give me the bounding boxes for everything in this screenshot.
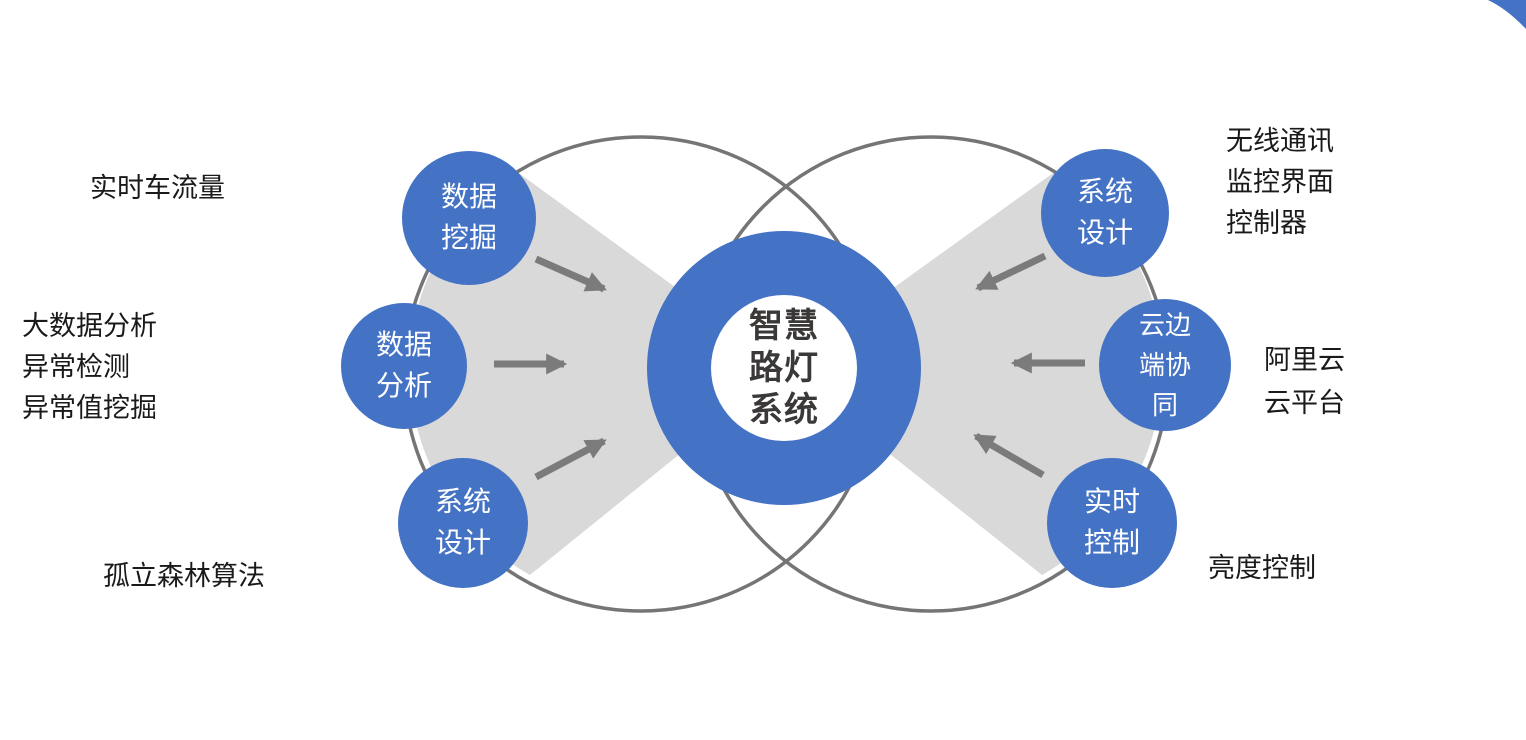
arrow-left-bottom xyxy=(534,437,607,481)
arrow-right-bottom xyxy=(973,432,1045,479)
center-hub-inner-circle: 智慧 路灯 系统 xyxy=(711,295,857,441)
node-system-design-right: 系统 设计 xyxy=(1041,149,1169,277)
corner-decoration-shape xyxy=(1488,0,1526,29)
node-realtime-control: 实时 控制 xyxy=(1047,458,1177,588)
center-hub-ring: 智慧 路灯 系统 xyxy=(647,231,921,505)
arrow-right-top xyxy=(975,252,1047,292)
node-data-mining-label: 数据 挖掘 xyxy=(440,181,497,253)
annotation-brightness-control: 亮度控制 xyxy=(1208,553,1316,583)
node-data-mining: 数据 挖掘 xyxy=(402,151,536,285)
node-data-analysis-label: 数据 分析 xyxy=(375,329,432,401)
annotation-wireless-monitor-controller: 无线通讯 监控界面 控制器 xyxy=(1226,126,1334,239)
node-system-design-right-label: 系统 设计 xyxy=(1076,176,1133,248)
annotation-aliyun-cloud-platform: 阿里云 云平台 xyxy=(1264,345,1345,419)
arrow-left-top xyxy=(534,255,607,293)
node-data-analysis: 数据 分析 xyxy=(341,303,467,429)
center-hub-title: 智慧 路灯 系统 xyxy=(749,306,819,430)
annotation-realtime-traffic: 实时车流量 xyxy=(90,173,225,203)
annotation-bigdata-anomaly: 大数据分析 异常检测 异常值挖掘 xyxy=(22,311,157,424)
annotation-isolation-forest: 孤立森林算法 xyxy=(103,561,265,591)
node-cloud-edge-collaboration: 云边 端协 同 xyxy=(1099,299,1231,431)
node-system-design-left-label: 系统 设计 xyxy=(434,486,491,558)
node-system-design-left: 系统 设计 xyxy=(398,458,528,588)
node-realtime-control-label: 实时 控制 xyxy=(1083,486,1140,558)
node-cloud-edge-collaboration-label: 云边 端协 同 xyxy=(1138,309,1191,421)
